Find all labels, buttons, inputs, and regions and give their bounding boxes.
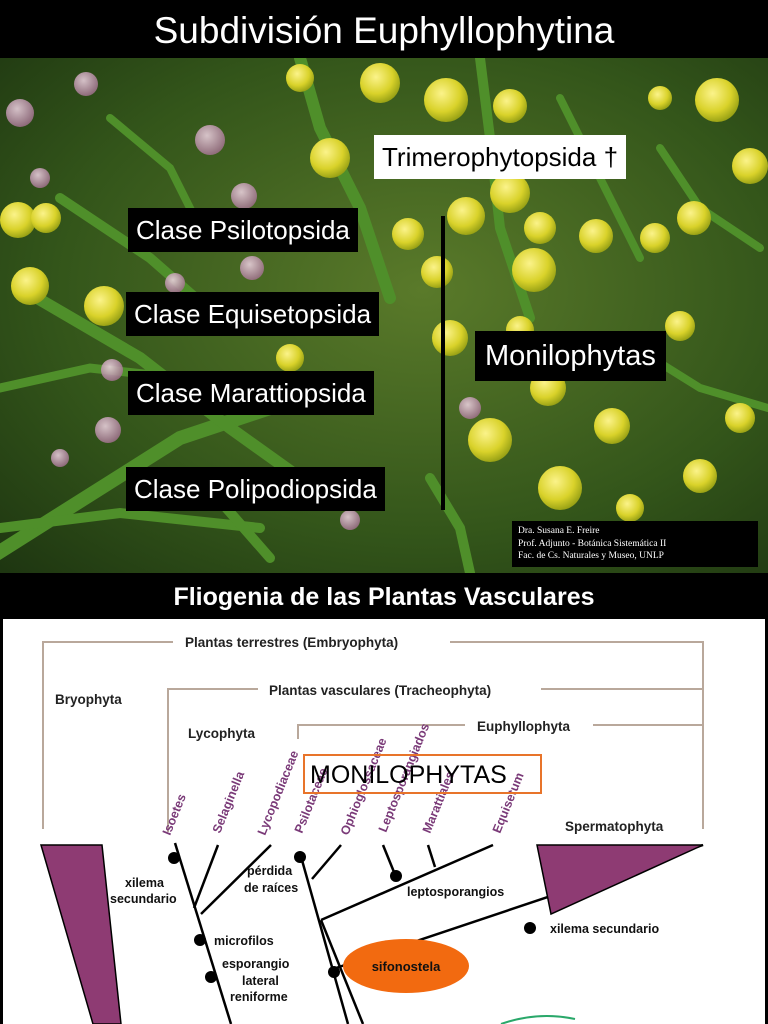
character-labels: xilema secundario pérdida de raíces micr… — [110, 864, 659, 1004]
trimerophytopsida-label: Trimerophytopsida † — [374, 135, 627, 179]
char-xilema-secundario-2: secundario — [110, 892, 177, 906]
char-microfilos: microfilos — [214, 934, 274, 948]
phylogeny-tree: Plantas terrestres (Embryophyta) Plantas… — [40, 635, 704, 1024]
psilotopsida-label: Clase Psilotopsida — [128, 208, 358, 252]
taxon-selaginella: Selaginella — [210, 768, 248, 835]
slide-title: Subdivisión Euphyllophytina — [0, 0, 768, 58]
tracheophyta-label: Plantas vasculares (Tracheophyta) — [269, 683, 491, 698]
plant-photo: Trimerophytopsida † Clase Psilotopsida C… — [0, 58, 768, 573]
char-xilema-secundario-1: xilema — [125, 876, 165, 890]
bryophyta-wedge — [40, 844, 122, 1024]
green-arc — [500, 1015, 576, 1024]
credit-institution: Fac. de Cs. Naturales y Museo, UNLP — [518, 551, 664, 561]
char-esporangio-3: reniforme — [230, 990, 288, 1004]
credit-box: Dra. Susana E. Freire Prof. Adjunto - Bo… — [512, 521, 758, 567]
char-perdida-2: de raíces — [244, 881, 298, 895]
phylogeny-diagram: Plantas terrestres (Embryophyta) Plantas… — [3, 619, 765, 1024]
monilophytas-label: Monilophytas — [475, 331, 666, 381]
spermatophyta-label: Spermatophyta — [565, 819, 664, 834]
sifonostela-ellipse — [343, 939, 469, 993]
synapomorphy-dots — [168, 851, 536, 983]
char-leptosporangios: leptosporangios — [407, 885, 504, 899]
lycophyta-label: Lycophyta — [188, 726, 256, 741]
char-esporangio-2: lateral — [242, 974, 279, 988]
credit-position: Prof. Adjunto - Botánica Sistemática II — [518, 538, 667, 549]
sifonostela-label: sifonostela — [372, 959, 441, 974]
diagram-title: Fliogenia de las Plantas Vasculares — [0, 573, 768, 619]
char-xilema-secundario-right: xilema secundario — [550, 922, 659, 936]
polipodiopsida-label: Clase Polipodiopsida — [126, 467, 385, 511]
embryophyta-label: Plantas terrestres (Embryophyta) — [185, 635, 398, 650]
euphyllophyta-label: Euphyllophyta — [477, 719, 570, 734]
bryophyta-label: Bryophyta — [55, 692, 122, 707]
clade-brackets — [42, 641, 704, 832]
marattiopsida-label: Clase Marattiopsida — [128, 371, 374, 415]
monilophytas-box-label: MONILOPHYTAS — [310, 761, 507, 789]
char-perdida-1: pérdida — [247, 864, 293, 878]
credit-author: Dra. Susana E. Freire — [518, 526, 600, 536]
char-esporangio-1: esporangio — [222, 957, 290, 971]
grouping-bracket — [441, 216, 445, 510]
spermatophyta-wedge — [536, 844, 704, 916]
monilophytas-box — [303, 754, 542, 794]
taxon-isoetes: Isoetes — [160, 792, 189, 837]
equisetopsida-label: Clase Equisetopsida — [126, 292, 380, 336]
